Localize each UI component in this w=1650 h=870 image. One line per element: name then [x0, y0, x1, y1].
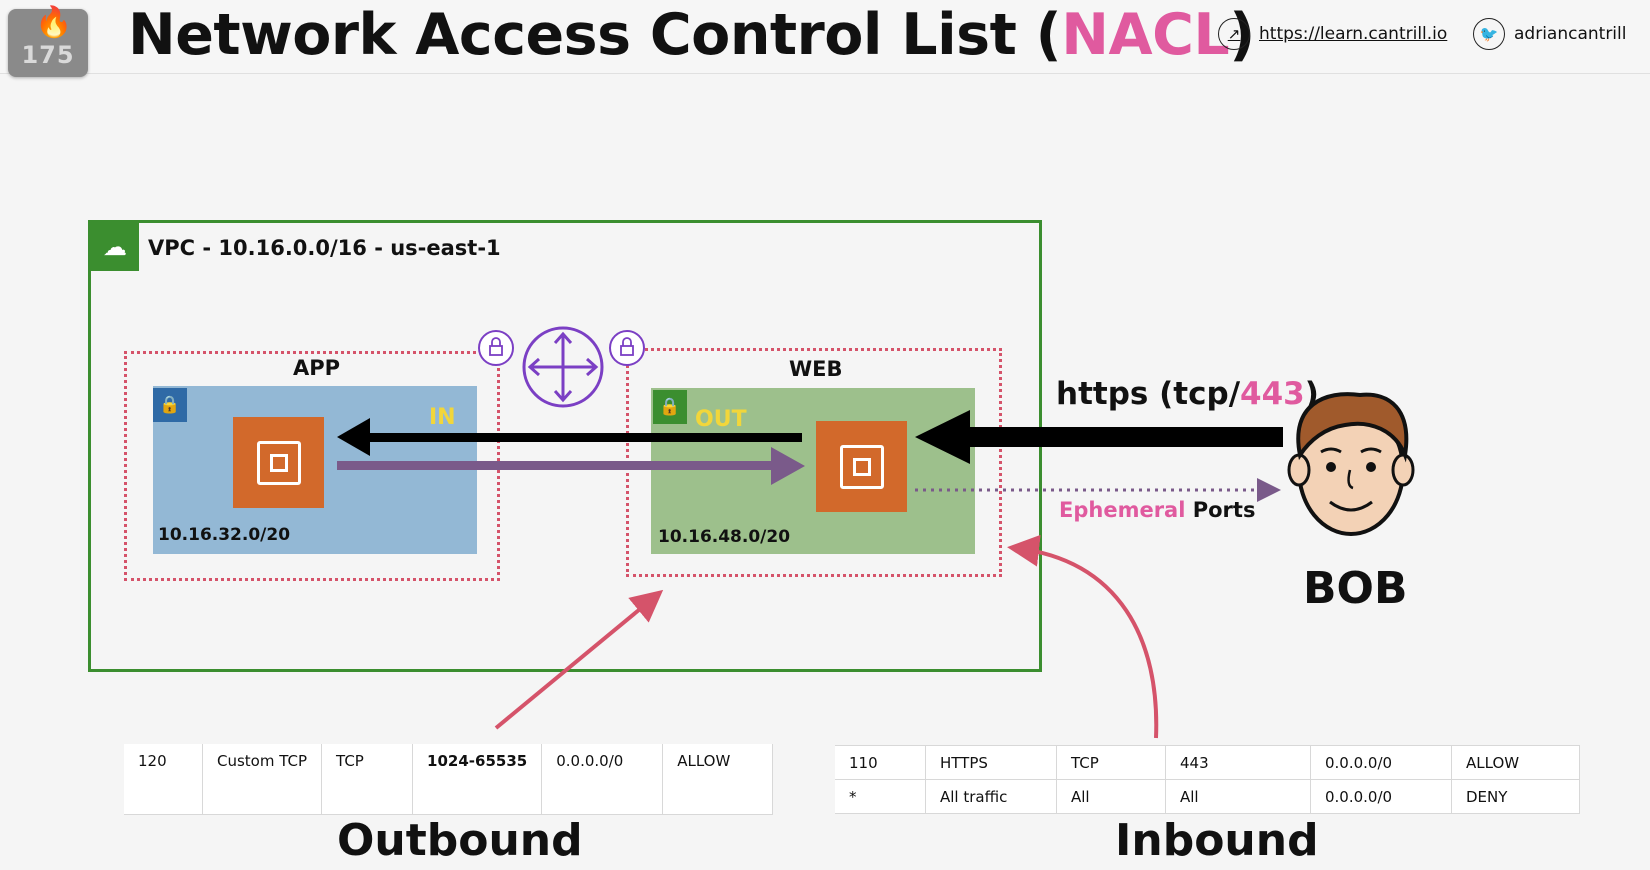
user-name-label: BOB: [1303, 563, 1408, 614]
table-cell: 0.0.0.0/0: [1310, 779, 1452, 814]
app-nacl-icon: [478, 330, 514, 366]
table-cell: HTTPS: [925, 745, 1057, 780]
table-cell: 120: [124, 744, 203, 815]
outbound-rules-table: 120 Custom TCP TCP 1024-65535 0.0.0.0/0 …: [124, 744, 773, 815]
twitter-icon: 🐦: [1473, 18, 1505, 50]
table-cell: TCP: [321, 744, 414, 815]
web-lock-icon: 🔒: [653, 390, 687, 424]
https-request-arrow: [915, 410, 1283, 464]
web-subnet: [651, 388, 975, 554]
table-cell: 443: [1165, 745, 1311, 780]
vpc-cloud-lock-icon: ☁: [91, 223, 139, 271]
table-cell: ALLOW: [1451, 745, 1580, 780]
table-cell: 0.0.0.0/0: [1310, 745, 1452, 780]
table-cell: DENY: [1451, 779, 1580, 814]
web-ec2-instance-icon: [816, 421, 907, 512]
ephemeral-ports-label: Ephemeral Ports: [1059, 498, 1256, 522]
compass-icon: ↗: [1218, 18, 1250, 50]
slide-header: 🔥 175 Network Access Control List (NACL)…: [0, 0, 1650, 77]
inbound-title: Inbound: [1115, 815, 1319, 866]
table-row: * All traffic All All 0.0.0.0/0 DENY: [835, 779, 1580, 814]
table-cell: All: [1056, 779, 1166, 814]
table-cell: All traffic: [925, 779, 1057, 814]
web-subnet-cidr: 10.16.48.0/20: [658, 527, 791, 547]
outbound-pointer-arrow: [494, 589, 664, 730]
page-title: Network Access Control List (NACL): [128, 2, 1255, 68]
router-icon: [522, 326, 604, 408]
table-row: 120 Custom TCP TCP 1024-65535 0.0.0.0/0 …: [124, 744, 773, 815]
web-nacl-icon: [609, 330, 645, 366]
response-arrow: [337, 447, 805, 485]
app-subnet-label: APP: [293, 356, 341, 380]
inbound-rules-table: 110 HTTPS TCP 443 0.0.0.0/0 ALLOW * All …: [835, 745, 1580, 814]
inbound-pointer-arrow: [1007, 534, 1159, 739]
table-cell: *: [835, 779, 926, 814]
badge-number: 175: [21, 41, 75, 69]
table-cell: ALLOW: [662, 744, 773, 815]
app-lock-icon: 🔒: [153, 388, 187, 422]
app-ec2-instance-icon: [233, 417, 324, 508]
flame-icon: 🔥: [35, 5, 73, 40]
title-highlight: NACL: [1061, 2, 1230, 68]
in-flow-label: IN: [429, 405, 456, 430]
web-subnet-label: WEB: [789, 357, 843, 381]
table-cell: TCP: [1056, 745, 1166, 780]
app-subnet-cidr: 10.16.32.0/20: [158, 525, 291, 545]
lecture-badge: 🔥 175: [8, 5, 88, 77]
table-cell: 0.0.0.0/0: [541, 744, 664, 815]
table-cell: 110: [835, 745, 926, 780]
website-link[interactable]: ↗ https://learn.cantrill.io: [1218, 16, 1447, 52]
user-bob-avatar: [1287, 392, 1415, 536]
table-cell: All: [1165, 779, 1311, 814]
table-row: 110 HTTPS TCP 443 0.0.0.0/0 ALLOW: [835, 745, 1580, 780]
twitter-link[interactable]: 🐦 adriancantrill: [1473, 16, 1626, 52]
table-cell: 1024-65535: [412, 744, 543, 815]
table-cell: Custom TCP: [202, 744, 323, 815]
outbound-title: Outbound: [337, 815, 583, 866]
https-protocol-label: https (tcp/443): [1056, 376, 1319, 412]
out-flow-label: OUT: [695, 407, 747, 432]
vpc-label: VPC - 10.16.0.0/16 - us-east-1: [148, 236, 501, 260]
in-request-arrow: [337, 418, 802, 456]
